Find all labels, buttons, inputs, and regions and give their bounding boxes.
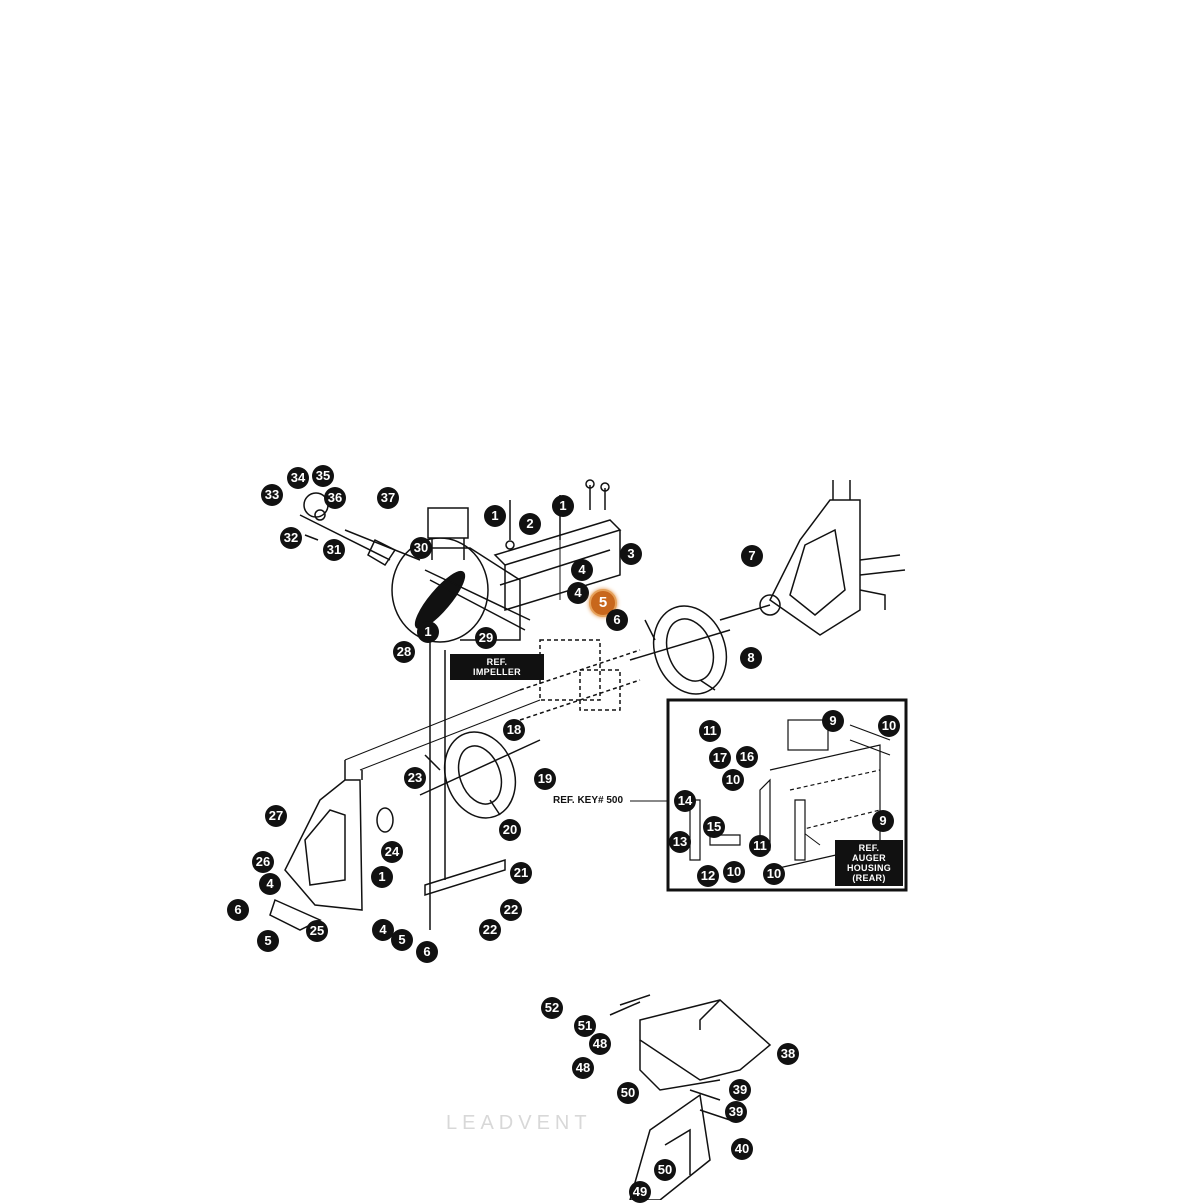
callout-38[interactable]: 38 [777, 1043, 799, 1065]
watermark-text: LEADVENT [446, 1112, 592, 1134]
callout-9[interactable]: 9 [872, 810, 894, 832]
callout-36[interactable]: 36 [324, 487, 346, 509]
callout-5[interactable]: 5 [257, 930, 279, 952]
callout-51[interactable]: 51 [574, 1015, 596, 1037]
callout-48[interactable]: 48 [572, 1057, 594, 1079]
callout-11[interactable]: 11 [749, 835, 771, 857]
ref-auger-line1: REF. [858, 843, 880, 853]
ref-auger-line2: AUGER [851, 853, 886, 863]
callout-1[interactable]: 1 [417, 621, 439, 643]
blower-housing [391, 507, 531, 643]
callout-6[interactable]: 6 [416, 941, 438, 963]
callout-22[interactable]: 22 [500, 899, 522, 921]
callout-21[interactable]: 21 [510, 862, 532, 884]
callout-23[interactable]: 23 [404, 767, 426, 789]
callout-4[interactable]: 4 [567, 582, 589, 604]
callout-11[interactable]: 11 [699, 720, 721, 742]
callout-4[interactable]: 4 [372, 919, 394, 941]
callout-52[interactable]: 52 [541, 997, 563, 1019]
ref-key-text: REF. KEY# 500 [553, 795, 624, 806]
callout-20[interactable]: 20 [499, 819, 521, 841]
callout-3[interactable]: 3 [620, 543, 642, 565]
callout-4[interactable]: 4 [259, 873, 281, 895]
callout-26[interactable]: 26 [252, 851, 274, 873]
callout-28[interactable]: 28 [393, 641, 415, 663]
chute-assembly [609, 994, 772, 1200]
ref-impeller-line1: REF. [486, 657, 508, 667]
ref-impeller-label: REF. IMPELLER [450, 654, 544, 680]
callout-50[interactable]: 50 [654, 1159, 676, 1181]
callout-22[interactable]: 22 [479, 919, 501, 941]
callout-18[interactable]: 18 [503, 719, 525, 741]
callout-9[interactable]: 9 [822, 710, 844, 732]
callout-31[interactable]: 31 [323, 539, 345, 561]
inset-frame [666, 698, 908, 892]
callout-10[interactable]: 10 [878, 715, 900, 737]
callout-19[interactable]: 19 [534, 768, 556, 790]
callout-1[interactable]: 1 [484, 505, 506, 527]
callout-7[interactable]: 7 [741, 545, 763, 567]
callout-13[interactable]: 13 [669, 831, 691, 853]
callout-27[interactable]: 27 [265, 805, 287, 827]
callout-35[interactable]: 35 [312, 465, 334, 487]
callout-39[interactable]: 39 [729, 1079, 751, 1101]
callout-10[interactable]: 10 [722, 769, 744, 791]
callout-32[interactable]: 32 [280, 527, 302, 549]
ref-impeller-line2: IMPELLER [473, 667, 521, 677]
callout-15[interactable]: 15 [703, 816, 725, 838]
callout-30[interactable]: 30 [410, 537, 432, 559]
center-shaft [519, 639, 641, 721]
callout-25[interactable]: 25 [306, 920, 328, 942]
leader-lines [344, 540, 821, 846]
left-side-plate [269, 760, 394, 931]
ref-auger-line4: (REAR) [852, 873, 886, 883]
callout-24[interactable]: 24 [381, 841, 403, 863]
skid-shoe [424, 640, 506, 930]
callout-4[interactable]: 4 [571, 559, 593, 581]
callout-6[interactable]: 6 [606, 609, 628, 631]
callout-29[interactable]: 29 [475, 627, 497, 649]
callout-40[interactable]: 40 [731, 1138, 753, 1160]
callout-12[interactable]: 12 [697, 865, 719, 887]
callout-1[interactable]: 1 [371, 866, 393, 888]
chute-crank-parts [299, 492, 421, 567]
callout-37[interactable]: 37 [377, 487, 399, 509]
callout-49[interactable]: 49 [629, 1181, 651, 1203]
auger-left [419, 731, 541, 819]
ref-auger-housing-label: REF. AUGER HOUSING (REAR) [835, 840, 903, 886]
callout-48[interactable]: 48 [589, 1033, 611, 1055]
callout-50[interactable]: 50 [617, 1082, 639, 1104]
callout-10[interactable]: 10 [763, 863, 785, 885]
callout-16[interactable]: 16 [736, 746, 758, 768]
callout-2[interactable]: 2 [519, 513, 541, 535]
callout-14[interactable]: 14 [674, 790, 696, 812]
callout-6[interactable]: 6 [227, 899, 249, 921]
ref-auger-line3: HOUSING [846, 863, 892, 873]
callout-1[interactable]: 1 [552, 495, 574, 517]
callout-34[interactable]: 34 [287, 467, 309, 489]
right-side-plate [719, 480, 906, 636]
callout-33[interactable]: 33 [261, 484, 283, 506]
callout-17[interactable]: 17 [709, 747, 731, 769]
callout-39[interactable]: 39 [725, 1101, 747, 1123]
auger-right [629, 605, 731, 695]
callout-8[interactable]: 8 [740, 647, 762, 669]
callout-5[interactable]: 5 [391, 929, 413, 951]
callout-10[interactable]: 10 [723, 861, 745, 883]
